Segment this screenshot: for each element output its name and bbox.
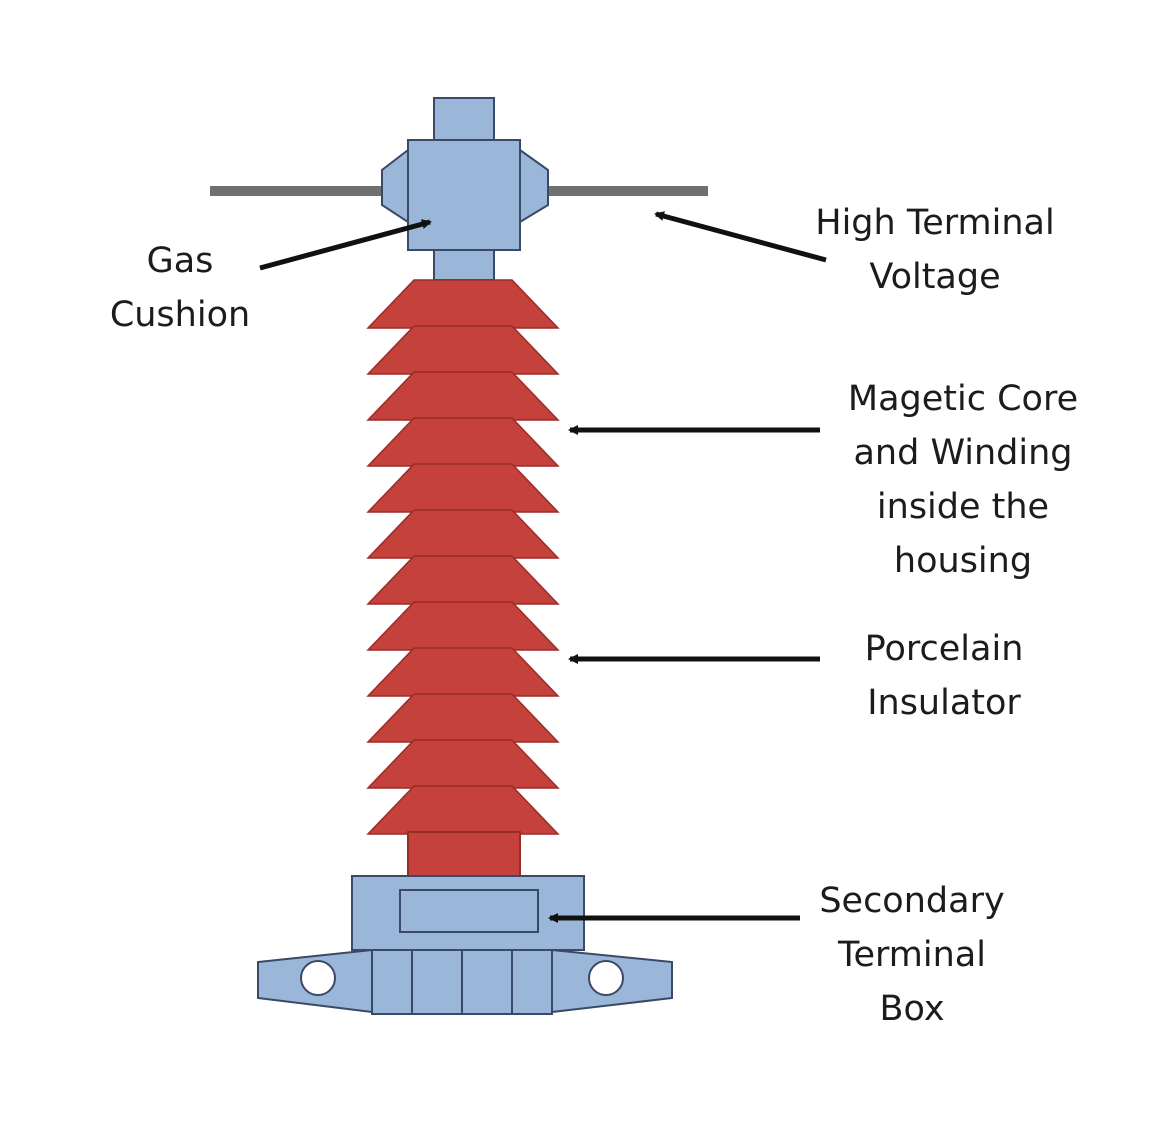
porcelain-shed [366, 555, 560, 605]
porcelain-shed [366, 279, 560, 329]
mounting-hole-right [588, 960, 624, 996]
label-high-terminal-line: Voltage [869, 257, 1001, 297]
label-high-terminal: High Terminal Voltage [790, 196, 1080, 304]
porcelain-shed [366, 739, 560, 789]
label-magnetic-core-line: housing [893, 541, 1033, 581]
porcelain-shed [366, 509, 560, 559]
right-terminal-lug [519, 148, 549, 224]
head-neck [433, 249, 495, 281]
left-terminal-lug [381, 147, 409, 224]
arrow-gas-cushion [259, 219, 432, 271]
label-high-terminal-line: High Terminal [815, 203, 1055, 243]
label-secondary-line: Terminal [838, 935, 986, 975]
terminal-box-cover [399, 889, 539, 933]
mounting-hole-left [300, 960, 336, 996]
porcelain-shed [366, 417, 560, 467]
label-secondary-line: Secondary [819, 881, 1005, 921]
label-magnetic-core-line: and Winding [853, 433, 1073, 473]
label-gas-cushion-line: Gas [146, 241, 214, 281]
porcelain-shed [366, 647, 560, 697]
arrow-high-terminal [654, 211, 827, 263]
porcelain-stem [407, 831, 521, 877]
label-secondary: Secondary Terminal Box [796, 874, 1028, 1036]
label-magnetic-core: Magetic Core and Winding inside the hous… [820, 372, 1106, 588]
label-porcelain: Porcelain Insulator [826, 622, 1062, 730]
label-porcelain-line: Porcelain [864, 629, 1024, 669]
porcelain-shed [366, 693, 560, 743]
label-secondary-line: Box [879, 989, 945, 1029]
porcelain-shed [366, 463, 560, 513]
label-gas-cushion-line: Cushion [109, 295, 251, 335]
label-magnetic-core-line: inside the [876, 487, 1050, 527]
porcelain-shed [366, 601, 560, 651]
top-terminal-post [433, 97, 495, 143]
label-gas-cushion: Gas Cushion [100, 234, 260, 342]
porcelain-shed [366, 325, 560, 375]
porcelain-shed [366, 785, 560, 835]
label-magnetic-core-line: Magetic Core [847, 379, 1079, 419]
porcelain-insulator [366, 279, 560, 835]
label-porcelain-line: Insulator [867, 683, 1021, 723]
gas-cushion-head [407, 139, 521, 251]
porcelain-shed [366, 371, 560, 421]
